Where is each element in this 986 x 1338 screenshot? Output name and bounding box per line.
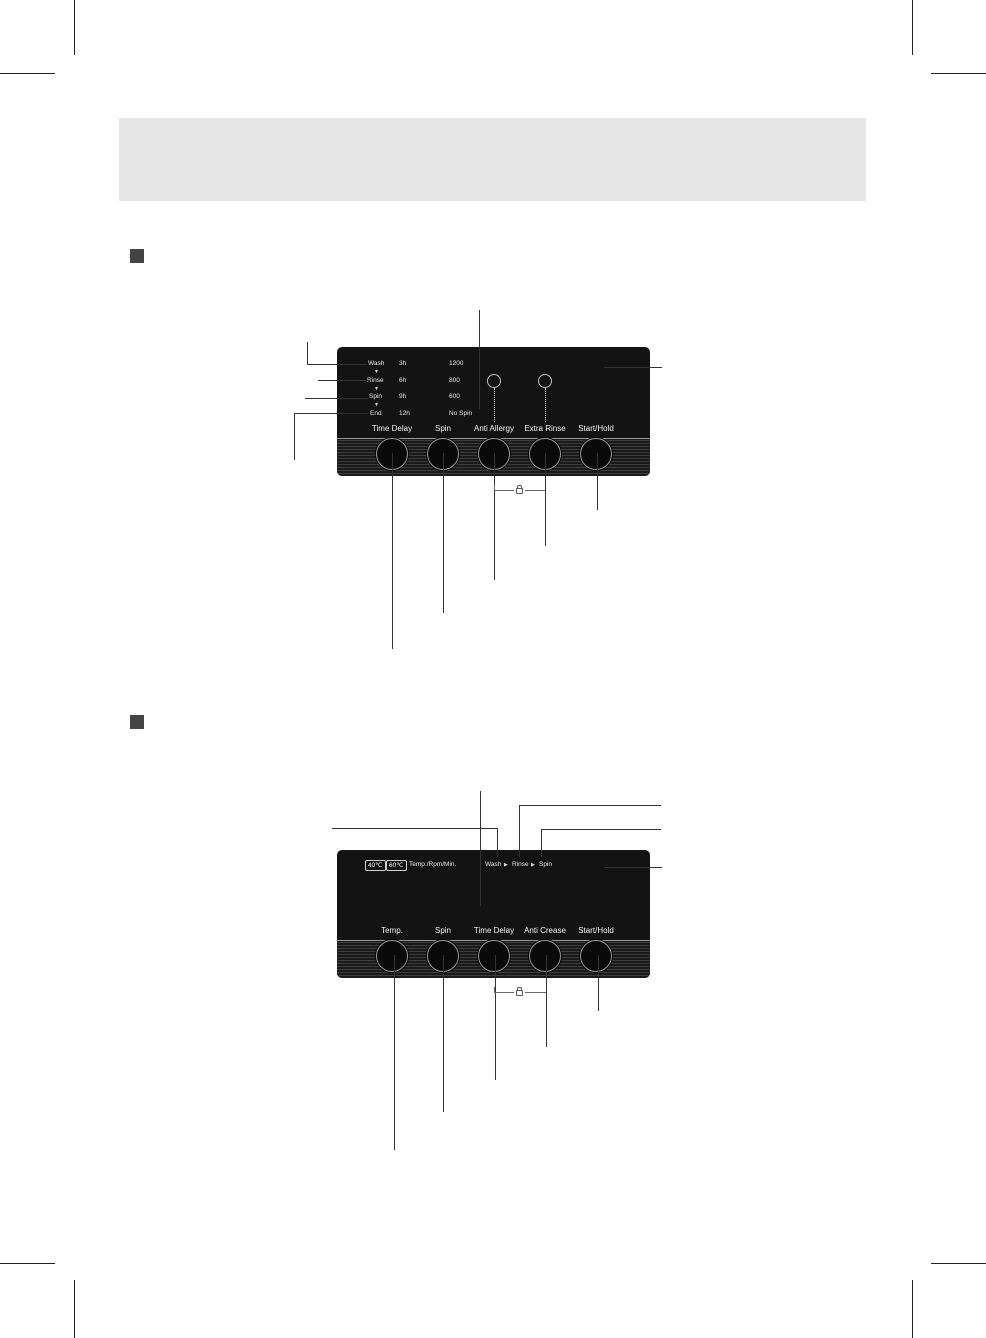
crop-mark xyxy=(931,73,986,74)
callout-line xyxy=(495,955,496,1080)
stage-spin: Spin xyxy=(539,861,553,868)
callout-line xyxy=(597,453,598,510)
led-dotted-link xyxy=(545,388,546,422)
anti-crease-button[interactable] xyxy=(529,940,561,972)
callout-line xyxy=(519,805,520,857)
callout-line xyxy=(443,955,444,1112)
delay-time: 3h xyxy=(399,360,407,367)
triangle-arrow-icon: ▼ xyxy=(374,369,379,375)
triangle-arrow-icon: ▼ xyxy=(374,386,379,392)
start-hold-label: Start/Hold xyxy=(578,424,614,433)
delay-time: 6h xyxy=(399,377,407,384)
child-lock-bracket xyxy=(525,992,546,993)
time-delay-label: Time Delay xyxy=(371,424,413,433)
temp-button[interactable] xyxy=(376,940,408,972)
control-panel-1: Wash ▼ Rinse ▼ Spin ▼ End 3h 6h 9h 12h 1… xyxy=(337,347,650,476)
extra-rinse-led xyxy=(538,374,552,388)
spin-speed: 600 xyxy=(449,393,460,400)
start-hold-button[interactable] xyxy=(580,940,612,972)
section-bullet xyxy=(130,249,144,263)
crop-mark xyxy=(931,1263,986,1264)
callout-line xyxy=(541,829,542,857)
callout-line xyxy=(604,367,662,368)
callout-line xyxy=(541,829,661,830)
crop-mark xyxy=(0,73,55,74)
display-label: Temp./Rpm/Min. xyxy=(409,861,457,868)
stage-rinse: Rinse xyxy=(512,861,529,868)
header-band xyxy=(119,118,866,201)
temp-60-indicator: 60℃ xyxy=(386,860,407,871)
callout-line xyxy=(497,828,498,857)
callout-line xyxy=(307,342,308,364)
time-delay-button[interactable] xyxy=(478,940,510,972)
callout-line xyxy=(494,453,495,580)
anti-allergy-label: Anti Allergy xyxy=(473,424,515,433)
callout-line xyxy=(546,955,547,1047)
child-lock-bracket xyxy=(494,485,495,491)
triangle-arrow-icon: ▼ xyxy=(374,402,379,408)
child-lock-bracket xyxy=(494,490,514,491)
callout-line xyxy=(305,398,368,399)
child-lock-bracket xyxy=(525,490,545,491)
child-lock-bracket xyxy=(494,992,514,993)
crop-mark xyxy=(0,1263,55,1264)
crop-mark xyxy=(74,1280,75,1338)
callout-line xyxy=(479,310,480,409)
indicator-rinse: Rinse xyxy=(367,377,384,384)
callout-line xyxy=(332,828,498,829)
lock-icon xyxy=(516,987,523,996)
spin-speed: No Spin xyxy=(449,410,473,417)
crop-mark xyxy=(74,0,75,55)
spin-label: Spin xyxy=(434,926,451,935)
child-lock-bracket xyxy=(494,987,495,993)
callout-line xyxy=(443,453,444,613)
delay-time: 12h xyxy=(399,410,410,417)
callout-line xyxy=(294,413,368,414)
callout-line xyxy=(519,805,661,806)
triangle-arrow-icon: ▶ xyxy=(531,862,535,868)
callout-line xyxy=(545,453,546,546)
anti-crease-label: Anti Crease xyxy=(524,926,566,935)
lock-icon xyxy=(516,485,523,494)
callout-line xyxy=(294,413,295,460)
stage-wash: Wash xyxy=(485,861,502,868)
time-delay-label: Time Delay xyxy=(473,926,515,935)
callout-line xyxy=(392,453,393,649)
spin-label: Spin xyxy=(434,424,451,433)
callout-line xyxy=(307,364,367,365)
extra-rinse-label: Extra Rinse xyxy=(524,424,566,433)
start-hold-button[interactable] xyxy=(580,438,612,470)
led-dotted-link xyxy=(494,388,495,422)
delay-time: 9h xyxy=(399,393,407,400)
callout-line xyxy=(480,791,481,906)
spin-speed: 1200 xyxy=(449,360,464,367)
callout-line xyxy=(318,380,368,381)
temp-40-indicator: 40℃ xyxy=(365,860,386,871)
crop-mark xyxy=(912,0,913,55)
triangle-arrow-icon: ▶ xyxy=(504,862,508,868)
temp-label: Temp. xyxy=(381,926,403,935)
spin-speed: 800 xyxy=(449,377,460,384)
start-hold-label: Start/Hold xyxy=(578,926,614,935)
indicator-end: End xyxy=(370,410,382,417)
callout-line xyxy=(604,867,662,868)
section-bullet xyxy=(130,715,144,729)
control-panel-2: 40℃ 60℃ Temp./Rpm/Min. Wash ▶ Rinse ▶ Sp… xyxy=(337,850,650,978)
callout-line xyxy=(394,955,395,1150)
crop-mark xyxy=(912,1280,913,1338)
callout-line xyxy=(598,955,599,1011)
indicator-wash: Wash xyxy=(368,360,385,367)
indicator-spin: Spin xyxy=(369,393,383,400)
anti-allergy-led xyxy=(487,374,501,388)
